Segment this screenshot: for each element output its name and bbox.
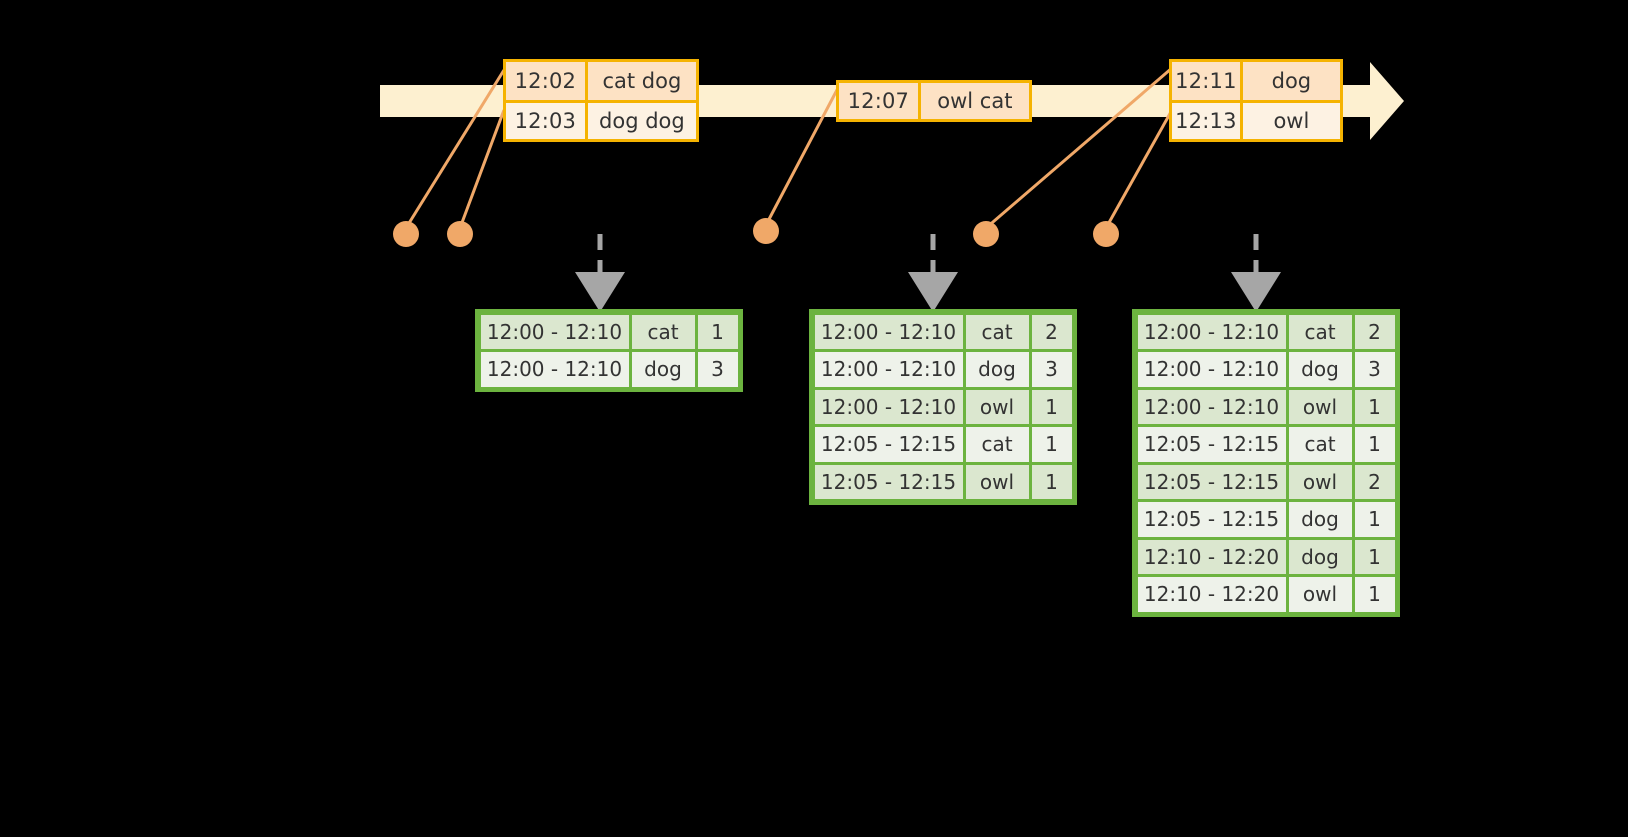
cell-key: cat [965,314,1029,349]
cell-key: cat [965,427,1029,462]
event-group-2[interactable]: 12:07 owl cat [836,80,1032,122]
event-payload: dog [1242,62,1340,101]
connector-line-2 [458,109,506,229]
cell-window: 12:10 - 12:20 [1137,577,1286,612]
table-row: 12:05 - 12:15 owl 2 [1136,463,1396,501]
cell-count: 1 [1354,427,1395,462]
cell-count: 2 [1354,314,1395,349]
cell-count: 1 [1031,389,1072,424]
event-time: 12:13 [1172,103,1243,139]
table-row: 12:00 - 12:10 dog 3 [479,351,739,389]
cell-count: 1 [1354,502,1395,537]
event-payload: dog dog [587,103,696,139]
connector-dot-2 [447,221,473,247]
cell-window: 12:00 - 12:10 [480,352,629,387]
event-group-3[interactable]: 12:11 dog 12:13 owl [1169,59,1343,142]
cell-key: dog [631,352,695,387]
cell-window: 12:00 - 12:10 [480,314,629,349]
connector-dot-3 [753,218,779,244]
cell-key: owl [965,389,1029,424]
table-row: 12:00 - 12:10 cat 1 [479,313,739,351]
table-row: 12:05 - 12:15 cat 1 [813,426,1073,464]
cell-count: 1 [697,314,738,349]
event-row: 12:03 dog dog [506,100,696,139]
event-payload: owl cat [920,83,1029,119]
cell-window: 12:00 - 12:10 [1137,389,1286,424]
cell-key: owl [1288,577,1352,612]
cell-count: 2 [1354,464,1395,499]
cell-window: 12:00 - 12:10 [1137,352,1286,387]
result-table-1: 12:00 - 12:10 cat 1 12:00 - 12:10 dog 3 [475,309,743,392]
table-row: 12:10 - 12:20 dog 1 [1136,538,1396,576]
connector-line-5 [1104,109,1174,229]
cell-count: 1 [1354,539,1395,574]
table-row: 12:00 - 12:10 owl 1 [813,388,1073,426]
cell-count: 1 [1031,464,1072,499]
event-row: 12:02 cat dog [506,62,696,101]
event-row: 12:11 dog [1172,62,1340,101]
cell-key: cat [631,314,695,349]
cell-count: 2 [1031,314,1072,349]
cell-key: owl [965,464,1029,499]
result-table-3: 12:00 - 12:10 cat 2 12:00 - 12:10 dog 3 … [1132,309,1400,617]
cell-key: owl [1288,464,1352,499]
cell-key: cat [1288,427,1352,462]
cell-window: 12:00 - 12:10 [814,352,963,387]
dashed-arrows [575,234,1281,312]
table-row: 12:10 - 12:20 owl 1 [1136,576,1396,614]
cell-window: 12:00 - 12:10 [1137,314,1286,349]
cell-count: 3 [697,352,738,387]
event-row: 12:13 owl [1172,100,1340,139]
event-time: 12:07 [839,83,921,119]
cell-key: cat [1288,314,1352,349]
event-time: 12:02 [506,62,588,101]
cell-window: 12:10 - 12:20 [1137,539,1286,574]
connector-line-3 [764,87,840,226]
table-row: 12:05 - 12:15 dog 1 [1136,501,1396,539]
cell-key: owl [1288,389,1352,424]
cell-window: 12:05 - 12:15 [814,427,963,462]
connector-dot-1 [393,221,419,247]
cell-window: 12:00 - 12:10 [814,314,963,349]
cell-key: dog [1288,352,1352,387]
table-row: 12:00 - 12:10 cat 2 [1136,313,1396,351]
table-row: 12:00 - 12:10 cat 2 [813,313,1073,351]
event-group-1[interactable]: 12:02 cat dog 12:03 dog dog [503,59,699,142]
connector-line-1 [404,69,506,229]
cell-window: 12:05 - 12:15 [1137,502,1286,537]
table-row: 12:00 - 12:10 owl 1 [1136,388,1396,426]
event-row: 12:07 owl cat [839,83,1029,119]
cell-window: 12:00 - 12:10 [814,389,963,424]
cell-count: 1 [1354,389,1395,424]
cell-count: 1 [1031,427,1072,462]
cell-count: 1 [1354,577,1395,612]
event-payload: owl [1242,103,1340,139]
table-row: 12:00 - 12:10 dog 3 [813,351,1073,389]
event-time: 12:03 [506,103,588,139]
table-row: 12:05 - 12:15 owl 1 [813,463,1073,501]
result-table-2: 12:00 - 12:10 cat 2 12:00 - 12:10 dog 3 … [809,309,1077,505]
cell-count: 3 [1354,352,1395,387]
connector-dot-5 [1093,221,1119,247]
cell-key: dog [1288,502,1352,537]
table-row: 12:05 - 12:15 cat 1 [1136,426,1396,464]
connector-dot-4 [973,221,999,247]
cell-window: 12:05 - 12:15 [1137,427,1286,462]
table-row: 12:00 - 12:10 dog 3 [1136,351,1396,389]
cell-key: dog [1288,539,1352,574]
event-payload: cat dog [587,62,696,101]
cell-window: 12:05 - 12:15 [1137,464,1286,499]
cell-count: 3 [1031,352,1072,387]
event-time: 12:11 [1172,62,1243,101]
cell-window: 12:05 - 12:15 [814,464,963,499]
cell-key: dog [965,352,1029,387]
